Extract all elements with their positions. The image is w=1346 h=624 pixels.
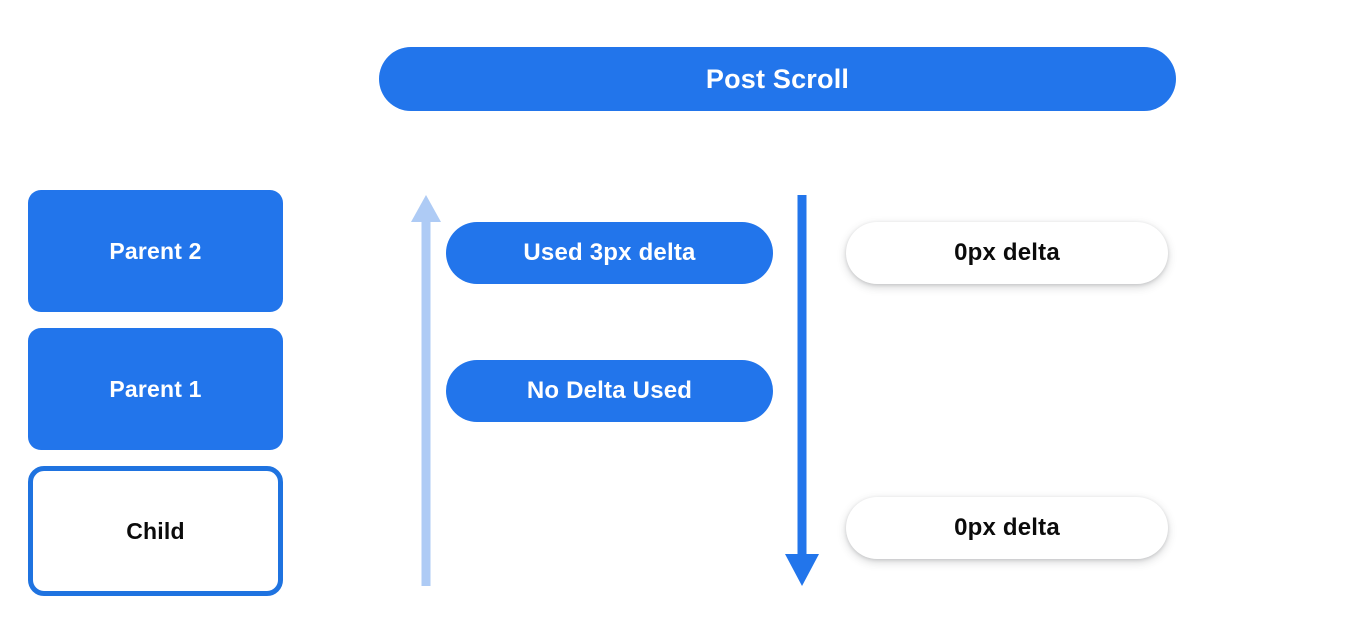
stack-box-label: Parent 1 <box>109 375 202 402</box>
stack-box-label: Parent 2 <box>109 237 202 264</box>
header-title: Post Scroll <box>705 63 850 94</box>
post-scroll-header: Post Scroll <box>379 47 1176 111</box>
delta-pill-used-3px: Used 3px delta <box>446 222 773 284</box>
result-pill-top: 0px delta <box>846 222 1168 284</box>
stack-box-parent-2: Parent 2 <box>28 190 283 312</box>
stack-box-child: Child <box>28 466 283 596</box>
down-arrow-icon <box>785 195 819 586</box>
result-pill-bottom: 0px delta <box>846 497 1168 559</box>
element-stack: Parent 2 Parent 1 Child <box>28 190 283 596</box>
delta-pill-no-delta: No Delta Used <box>446 360 773 422</box>
stack-box-label: Child <box>126 517 185 544</box>
up-arrow-icon <box>411 195 441 586</box>
delta-pill-label: Used 3px delta <box>523 239 696 266</box>
stack-box-parent-1: Parent 1 <box>28 328 283 450</box>
delta-pill-label: No Delta Used <box>526 377 693 404</box>
result-pill-label: 0px delta <box>954 239 1060 266</box>
result-pill-label: 0px delta <box>954 514 1060 541</box>
